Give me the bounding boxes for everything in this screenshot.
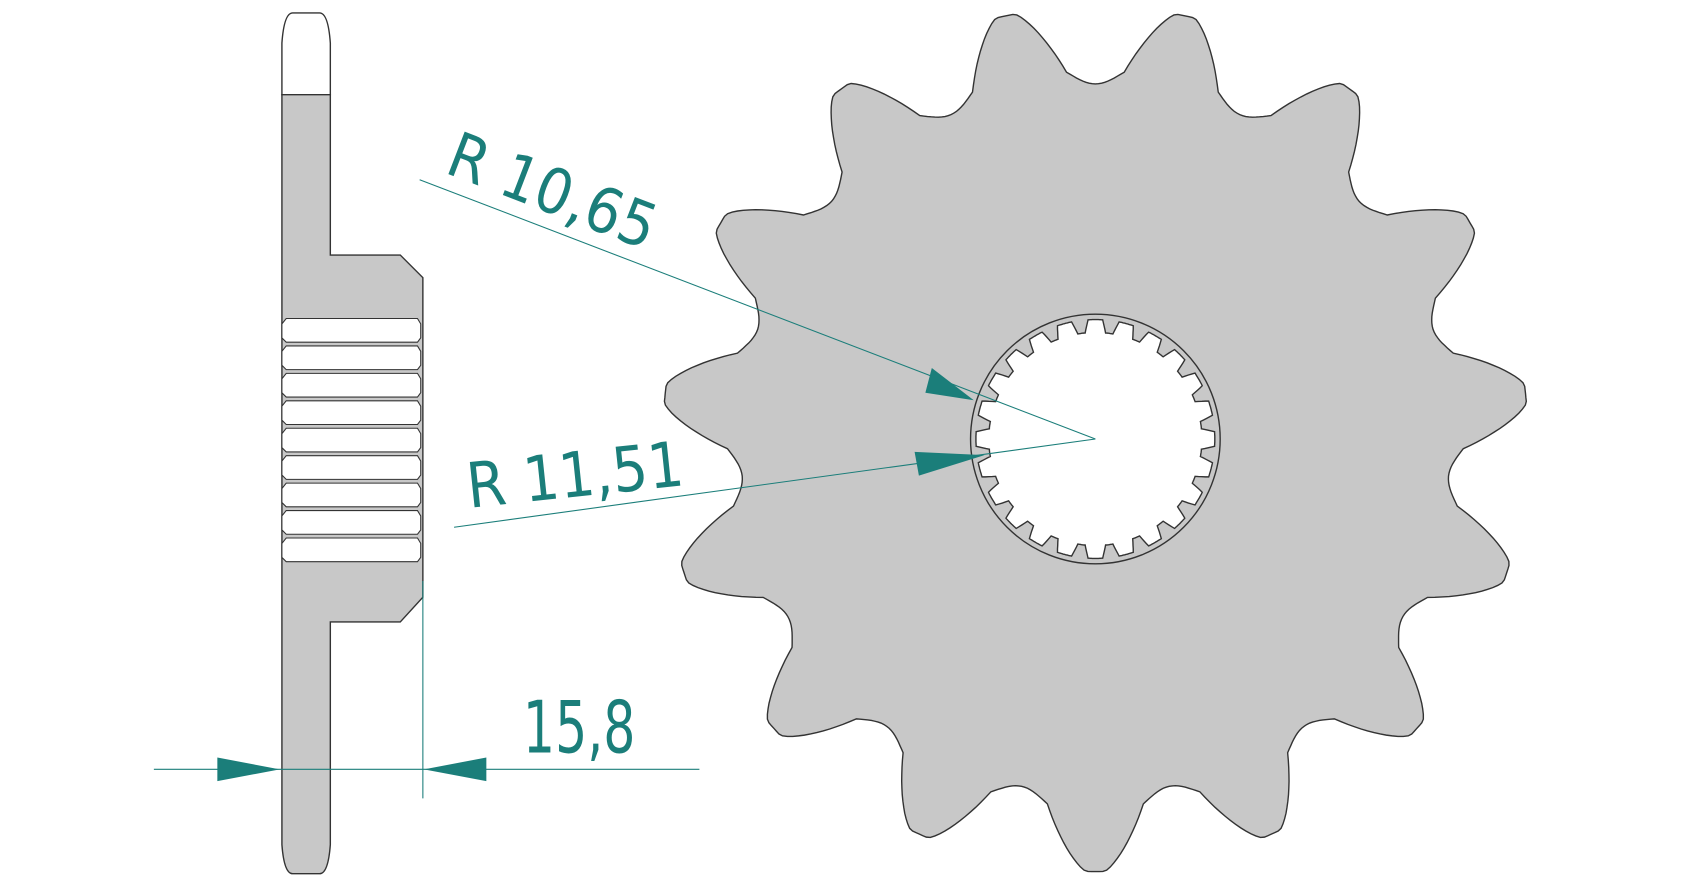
arrow-icon — [423, 757, 487, 782]
arrow-icon — [925, 367, 974, 401]
spline-ridge — [281, 482, 422, 508]
side-view — [281, 12, 424, 875]
spline-ridge — [281, 345, 422, 371]
spline-ridge — [281, 372, 422, 398]
arrow-icon — [217, 757, 280, 782]
spline-ridge — [281, 537, 422, 563]
spline-ridge — [281, 427, 422, 453]
spline-ridge — [281, 317, 422, 343]
radius-label-10-65: R 10,65 — [438, 118, 667, 264]
width-label-15-8: 15,8 — [523, 687, 635, 771]
radius-label-11-51: R 11,51 — [463, 427, 687, 522]
arrow-icon — [914, 451, 985, 476]
spline-ridge — [281, 455, 422, 480]
dimension-width-15-8: 15,8 — [153, 581, 700, 799]
spline-ridge — [281, 400, 422, 426]
side-view-splines — [281, 317, 422, 563]
spline-ridge — [281, 510, 422, 535]
side-view-plate-tip-top — [281, 12, 332, 96]
